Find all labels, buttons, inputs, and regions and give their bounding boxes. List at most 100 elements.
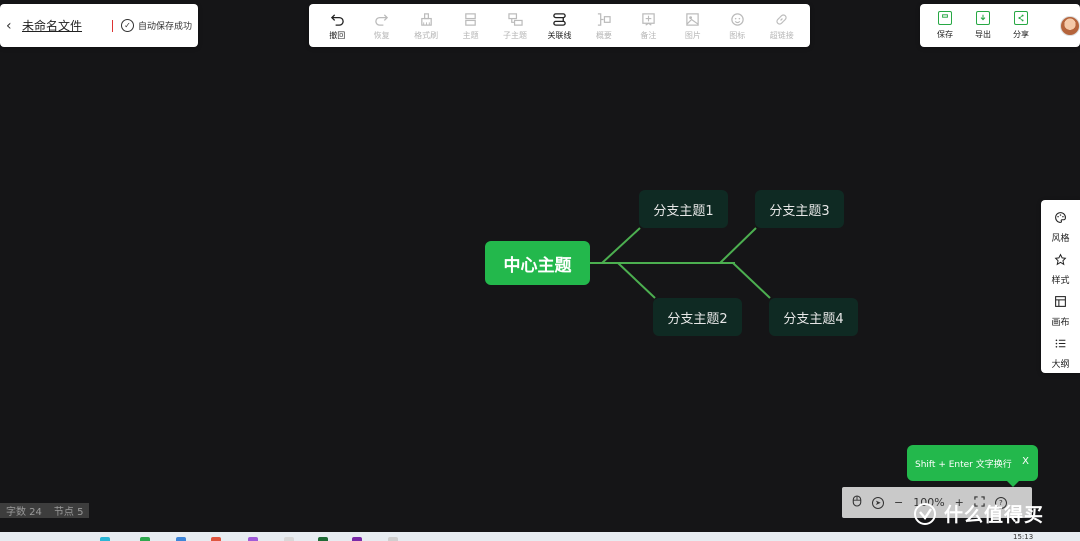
outline-icon — [1054, 335, 1067, 354]
undo-icon — [330, 10, 345, 28]
word-node-counts: 字数 24 节点 5 — [0, 503, 90, 518]
undo-button[interactable]: 撤回 — [315, 10, 359, 41]
taskbar-app-icon[interactable] — [388, 537, 398, 541]
fit-screen-icon[interactable] — [974, 495, 985, 510]
branch-topic-node-4[interactable]: 分支主题4 — [769, 298, 858, 336]
taskbar-app-icon[interactable] — [284, 537, 294, 541]
redo-button[interactable]: 恢复 — [360, 10, 404, 41]
connector-branch-1 — [601, 227, 641, 264]
main-toolbar: 撤回 恢复 格式刷 主题 子主题 关联线 概要 — [309, 4, 810, 47]
taskbar-app-icon[interactable] — [211, 537, 221, 541]
canvas-icon — [1054, 293, 1067, 312]
topic-label: 主题 — [462, 31, 479, 40]
zoom-out-button[interactable]: − — [894, 496, 904, 509]
os-taskbar: 15:13 — [0, 532, 1080, 541]
emoji-button[interactable]: 图标 — [715, 10, 759, 41]
save-label: 保存 — [937, 30, 953, 39]
side-item-outline[interactable]: 大纲 — [1051, 331, 1070, 373]
format-brush-label: 格式刷 — [414, 31, 439, 40]
emoji-icon — [730, 10, 745, 28]
redo-label: 恢复 — [373, 31, 390, 40]
tooltip-text: Shift + Enter 文字换行 — [915, 459, 1012, 470]
zoom-in-button[interactable]: + — [954, 496, 964, 509]
emoji-label: 图标 — [729, 31, 746, 40]
style-icon — [1054, 251, 1067, 270]
format-brush-icon — [419, 10, 434, 28]
connector-branch-2 — [617, 262, 656, 299]
branch-topic-node-3[interactable]: 分支主题3 — [755, 190, 844, 228]
share-icon — [1014, 11, 1028, 25]
branch-topic-node-1[interactable]: 分支主题1 — [639, 190, 728, 228]
side-item-label: 大纲 — [1051, 359, 1070, 370]
zoom-level: 100% — [913, 496, 945, 509]
summary-icon — [596, 10, 612, 28]
redo-icon — [374, 10, 389, 28]
connector-branch-4 — [732, 262, 771, 299]
save-status: 自动保存成功 — [138, 22, 193, 32]
check-circle-icon: ✓ — [121, 19, 135, 32]
save-button[interactable]: 保存 — [926, 11, 964, 40]
export-icon — [976, 11, 990, 25]
relation-line-icon — [552, 10, 567, 28]
relation-line-label: 关联线 — [547, 31, 572, 40]
link-label: 超链接 — [769, 31, 794, 40]
taskbar-app-icon[interactable] — [100, 537, 110, 541]
note-icon — [641, 10, 656, 28]
share-label: 分享 — [1013, 30, 1029, 39]
center-topic-node[interactable]: 中心主题 — [485, 241, 590, 285]
help-icon[interactable]: ? — [994, 496, 1007, 509]
right-toolbar: 保存 导出 分享 — [920, 4, 1080, 47]
side-item-style[interactable]: 样式 — [1051, 248, 1070, 290]
file-panel: ‹ 未命名文件 ✓ 自动保存成功 — [0, 4, 198, 47]
image-icon — [685, 10, 700, 28]
divider — [112, 19, 114, 32]
palette-icon — [1054, 209, 1067, 228]
side-item-style-theme[interactable]: 风格 — [1051, 206, 1070, 248]
connector-branch-3 — [719, 227, 757, 264]
topic-icon — [463, 10, 478, 28]
subtopic-label: 子主题 — [503, 31, 528, 40]
word-count: 字数 24 — [6, 507, 42, 518]
back-arrow-icon[interactable]: ‹ — [6, 17, 12, 34]
taskbar-app-icon[interactable] — [248, 537, 258, 541]
link-button[interactable]: 超链接 — [760, 10, 804, 41]
taskbar-app-icon[interactable] — [318, 537, 328, 541]
export-button[interactable]: 导出 — [964, 11, 1002, 40]
taskbar-app-icon[interactable] — [140, 537, 150, 541]
format-brush-button[interactable]: 格式刷 — [404, 10, 448, 41]
image-button[interactable]: 图片 — [671, 10, 715, 41]
share-button[interactable]: 分享 — [1002, 11, 1040, 40]
file-name[interactable]: 未命名文件 — [22, 19, 83, 33]
zoom-bar: ➤ − 100% + ? — [842, 487, 1032, 518]
watermark: 什么值得买 — [912, 500, 1044, 527]
note-button[interactable]: 备注 — [626, 10, 670, 41]
taskbar-app-icon[interactable] — [176, 537, 186, 541]
tooltip-close-button[interactable]: X — [1022, 456, 1029, 467]
relation-line-button[interactable]: 关联线 — [537, 10, 581, 41]
side-item-canvas[interactable]: 画布 — [1051, 290, 1070, 332]
topic-button[interactable]: 主题 — [449, 10, 493, 41]
branch-topic-node-2[interactable]: 分支主题2 — [653, 298, 742, 336]
watermark-text: 什么值得买 — [944, 504, 1045, 526]
subtopic-button[interactable]: 子主题 — [493, 10, 537, 41]
link-icon — [774, 10, 789, 28]
node-count: 节点 5 — [53, 507, 84, 518]
locate-icon[interactable]: ➤ — [872, 496, 884, 509]
undo-label: 撤回 — [329, 31, 346, 40]
mouse-mode-icon[interactable] — [852, 495, 862, 510]
note-label: 备注 — [640, 31, 657, 40]
subtopic-icon — [507, 10, 523, 28]
taskbar-clock: 15:13 — [1013, 533, 1034, 541]
summary-button[interactable]: 概要 — [582, 10, 626, 41]
image-label: 图片 — [684, 31, 701, 40]
summary-label: 概要 — [595, 31, 612, 40]
side-item-label: 样式 — [1051, 276, 1070, 287]
save-icon — [938, 11, 952, 25]
shortcut-tooltip: Shift + Enter 文字换行 X — [907, 445, 1038, 487]
watermark-logo-icon — [914, 502, 936, 525]
side-item-label: 风格 — [1051, 234, 1070, 245]
side-item-label: 画布 — [1051, 317, 1070, 328]
side-panel: 风格 样式 画布 大纲 — [1041, 200, 1080, 373]
taskbar-app-icon[interactable] — [352, 537, 362, 541]
